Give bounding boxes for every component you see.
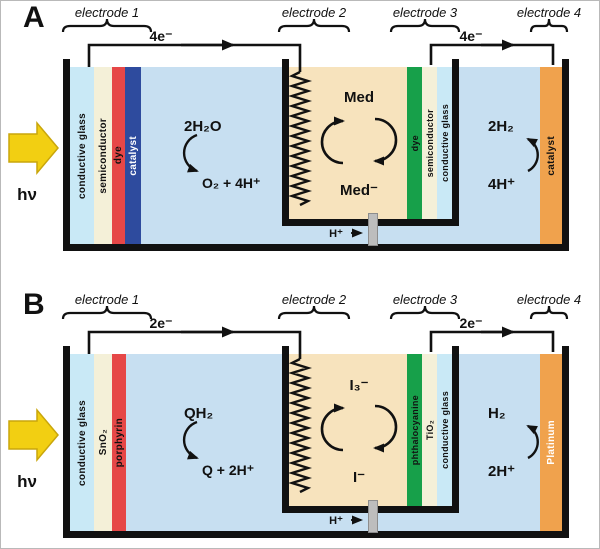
electrode1-label: electrode 1 (74, 292, 140, 307)
layer-label: conductive glass (439, 104, 450, 182)
electrode2-label: electrode 2 (281, 5, 347, 20)
electron-flow-left-label: 2e⁻ (149, 315, 173, 331)
layer-catalyst: catalyst (540, 67, 562, 244)
layer-conductive-glass: conductive glass (70, 67, 94, 244)
anode-product: O₂ + 4H⁺ (202, 175, 261, 191)
layer-label: TiO₂ (424, 419, 435, 441)
electrode4-stack: catalyst (540, 67, 562, 244)
layer-dye: dye (112, 67, 125, 244)
layer-label: dye (409, 134, 420, 152)
wire-right (429, 330, 555, 352)
layer-label: semiconductor (424, 108, 435, 178)
layer-dye: dye (407, 67, 422, 219)
layer-label: conductive glass (76, 399, 88, 486)
layer-conductive-glass: conductive glass (437, 354, 452, 506)
panel-a-letter: A (23, 1, 45, 34)
layer-semiconductor: semiconductor (422, 67, 437, 219)
beaker-wall-right (452, 59, 459, 226)
cathode-product: 2H₂ (488, 118, 514, 135)
anode-product: Q + 2H⁺ (202, 462, 255, 478)
layer-label: SnO₂ (97, 429, 109, 456)
light-arrow-icon (8, 120, 59, 176)
light-arrow-icon (8, 407, 59, 463)
anode-reactant: QH₂ (184, 405, 214, 422)
layer-label: Platinum (545, 420, 557, 465)
mediator-reduced: Med⁻ (340, 182, 378, 199)
tank-wall-left (63, 59, 70, 251)
layer-phthalocyanine: phthalocyanine (407, 354, 422, 506)
proton-membrane (368, 213, 378, 246)
cathode-product: H₂ (488, 405, 506, 422)
electron-flow-right-label: 4e⁻ (459, 28, 483, 44)
electron-flow-left-label: 4e⁻ (149, 28, 173, 44)
layer-label: conductive glass (439, 391, 450, 469)
layer-conductive-glass: conductive glass (437, 67, 452, 219)
layer-label: semiconductor (97, 117, 109, 194)
light-label: hν (17, 472, 37, 491)
electrode3-stack: dye semiconductor conductive glass (407, 67, 452, 219)
beaker-wall-right (452, 346, 459, 513)
electrode4-stack: Platinum (540, 354, 562, 531)
mediator-oxidized: Med (344, 89, 374, 106)
membrane-ion-label: H⁺ (329, 515, 343, 527)
tank-bottom (63, 244, 569, 251)
electrode4-label: electrode 4 (516, 292, 582, 307)
layer-label: dye (113, 146, 124, 165)
panel-a: A electrode 1 electrode 2 electrode 3 el… (1, 1, 599, 263)
layer-sno2: SnO₂ (94, 354, 112, 531)
light-label: hν (17, 185, 37, 204)
layer-porphyrin: porphyrin (112, 354, 126, 531)
membrane-ion-label: H⁺ (329, 228, 343, 240)
electrode2-label: electrode 2 (281, 292, 347, 307)
cathode-reactant: 4H⁺ (488, 176, 516, 193)
electrode3-stack: phthalocyanine TiO₂ conductive glass (407, 354, 452, 506)
electrode4-label: electrode 4 (516, 5, 582, 20)
tank-wall-right (562, 346, 569, 538)
electrode1-label: electrode 1 (74, 5, 140, 20)
cathode-reactant: 2H⁺ (488, 463, 516, 480)
mediator-oxidized: I₃⁻ (349, 377, 369, 394)
proton-membrane (368, 500, 378, 533)
layer-tio2: TiO₂ (422, 354, 437, 506)
layer-label: phthalocyanine (409, 394, 420, 466)
electrode3-label: electrode 3 (392, 5, 458, 20)
anode-reactant: 2H₂O (184, 118, 222, 135)
electrode3-label: electrode 3 (392, 292, 458, 307)
layer-label: conductive glass (76, 112, 88, 199)
brace-electrode-2 (277, 305, 351, 320)
layer-semiconductor: semiconductor (94, 67, 112, 244)
layer-conductive-glass: conductive glass (70, 354, 94, 531)
brace-electrode-2 (277, 18, 351, 33)
brace-electrode-4 (529, 18, 569, 33)
tank-wall-right (562, 59, 569, 251)
electron-flow-right-label: 2e⁻ (459, 315, 483, 331)
electrode1-stack: conductive glass semiconductor dye catal… (70, 67, 141, 244)
layer-label: porphyrin (113, 417, 125, 468)
layer-label: catalyst (545, 135, 557, 176)
layer-catalyst: catalyst (125, 67, 141, 244)
mediator-reduced: I⁻ (352, 469, 366, 486)
electrode1-stack: conductive glass SnO₂ porphyrin (70, 354, 126, 531)
layer-platinum: Platinum (540, 354, 562, 531)
tank-bottom (63, 531, 569, 538)
beaker-wall-left (282, 346, 289, 513)
brace-electrode-4 (529, 305, 569, 320)
panel-b: B electrode 1 electrode 2 electrode 3 el… (1, 288, 599, 548)
wire-right (429, 43, 555, 65)
panel-b-letter: B (23, 288, 45, 321)
layer-label: catalyst (127, 135, 139, 176)
beaker-wall-left (282, 59, 289, 226)
tank-wall-left (63, 346, 70, 538)
